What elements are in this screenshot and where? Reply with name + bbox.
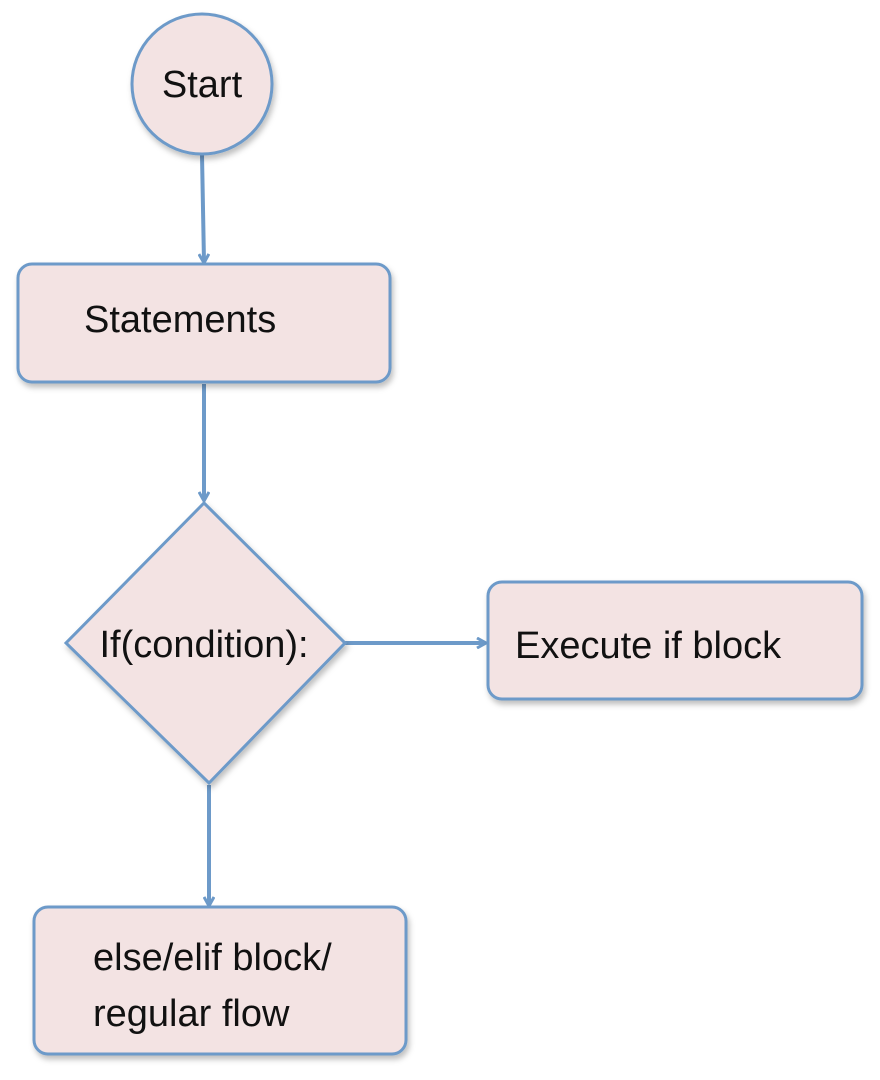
statements-label: Statements [84,299,276,341]
statements-box [16,262,392,384]
condition-node: If(condition): [63,500,348,786]
if-block-box [486,580,864,701]
else-block-box [32,905,408,1056]
condition-label: If(condition): [99,624,308,666]
if-block-label: Execute if block [515,625,782,667]
edge-start-statements [202,154,204,262]
else-block-node: else/elif block/ regular flow [32,905,408,1056]
statements-node: Statements [16,262,392,384]
start-label: Start [162,64,243,106]
else-block-label-line1: else/elif block/ [93,937,332,979]
else-block-label-line2: regular flow [93,993,290,1035]
if-block-node: Execute if block [486,580,864,701]
connectors [202,154,485,905]
start-node: Start [130,12,274,156]
start-circle [130,12,274,156]
condition-diamond [63,500,348,786]
